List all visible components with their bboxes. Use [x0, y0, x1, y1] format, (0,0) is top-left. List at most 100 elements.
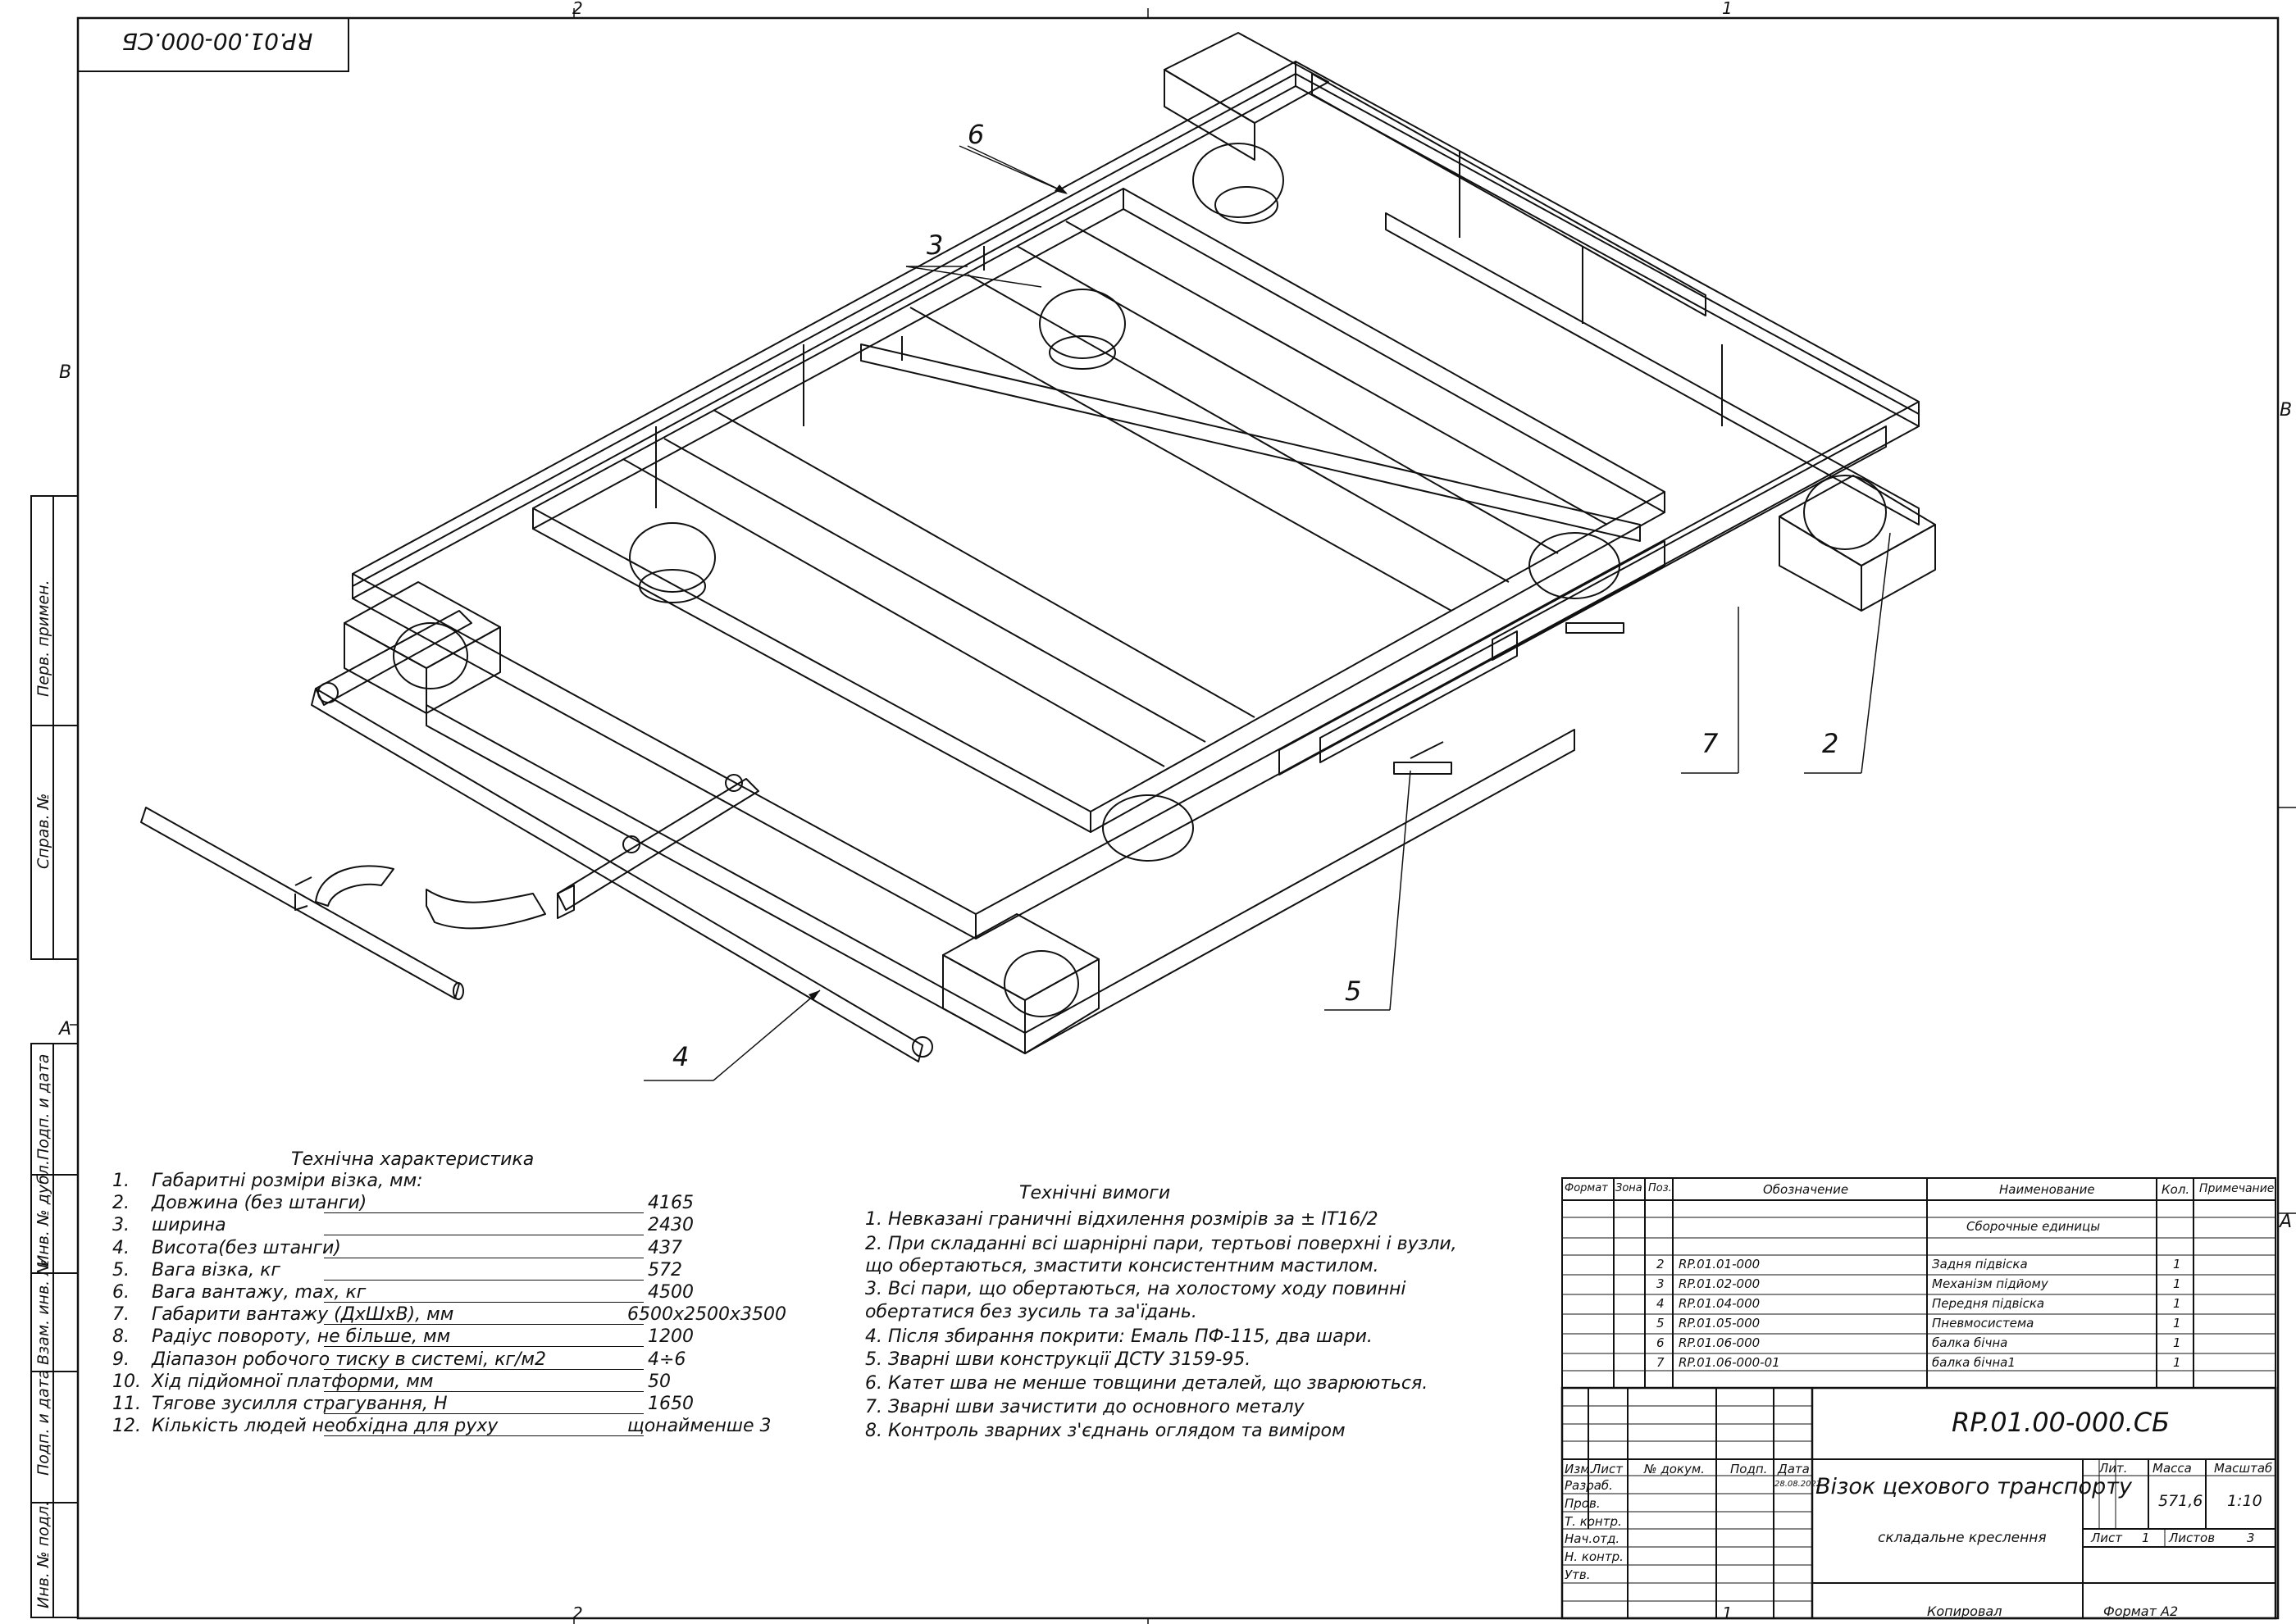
tech-spec-label: Радіус повороту, не більше, мм [152, 1326, 451, 1348]
tech-spec-num: 6. [112, 1282, 130, 1303]
tb-role-nkontr: Н. контр. [1565, 1549, 1624, 1564]
bom-head-format: Формат [1565, 1182, 1608, 1194]
tb-col-izm: Изм. [1565, 1462, 1594, 1476]
tech-spec-underline [324, 1324, 644, 1326]
tb-role-nachotd: Нач.отд. [1565, 1531, 1620, 1546]
tech-spec-label: Вага вантажу, max, кг [152, 1282, 367, 1303]
tb-sheet-label: Лист [2091, 1531, 2123, 1545]
tb-date: 28.08.2022 [1774, 1480, 1822, 1489]
callout-4: 4 [672, 1041, 690, 1072]
tech-spec-value: 2430 [648, 1215, 694, 1236]
tech-spec-num: 1. [112, 1171, 130, 1191]
zone-right-b: B [2280, 400, 2293, 421]
bom-cell-pos: 4 [1656, 1296, 1665, 1311]
tech-spec-label: Габарити вантажу (ДхШхВ), мм [152, 1304, 454, 1326]
tech-spec-num: 8. [112, 1326, 130, 1348]
tech-spec-label: ширина [152, 1215, 226, 1236]
title-name: Візок цехового транспорту [1815, 1474, 2132, 1499]
tech-spec-num: 10. [112, 1371, 141, 1392]
stamp-vzam-inv: Взам. инв. № [34, 1258, 52, 1365]
tech-spec-underline [324, 1279, 644, 1281]
bom-cell-pos: 7 [1656, 1355, 1665, 1370]
tech-spec-label: Довжина (без штанги) [152, 1193, 367, 1214]
tb-copied: Копировал [1927, 1604, 2002, 1619]
bom-head-note: Примечание [2199, 1182, 2275, 1195]
tb-scale: 1:10 [2227, 1492, 2262, 1510]
bom-head-name: Наименование [1999, 1182, 2095, 1197]
bom-cell-name: Механізм підйому [1932, 1276, 2048, 1291]
tb-mass: 571,6 [2158, 1492, 2203, 1510]
tb-role-razrab: Разраб. [1565, 1478, 1613, 1493]
tech-spec-underline [324, 1435, 644, 1437]
bom-cell-name: Задня підвіска [1932, 1257, 2028, 1271]
callout-leaders [644, 145, 1891, 1081]
tech-spec-label: Кількість людей необхідна для руху [152, 1416, 499, 1437]
tech-req-line: 5. Зварні шви конструкції ДСТУ 3159-95. [865, 1349, 1251, 1370]
tech-spec-value: 4÷6 [648, 1349, 686, 1370]
stamp-inv-podl: Инв. № подл. [34, 1500, 52, 1608]
tb-lit: Лит. [2099, 1461, 2128, 1476]
tech-spec-underline [324, 1390, 644, 1392]
tech-spec-value: 50 [648, 1371, 671, 1392]
tech-req-line: 2. При складанні всі шарнірні пари, терт… [865, 1234, 1457, 1254]
tech-spec-title: Технічна характеристика [291, 1149, 535, 1170]
tech-spec-value: 1200 [648, 1326, 694, 1348]
callout-3: 3 [927, 230, 944, 261]
tech-spec-underline [324, 1346, 644, 1348]
tb-col-doc: № докум. [1644, 1462, 1705, 1476]
bom-cell-qty: 1 [2173, 1316, 2181, 1331]
tech-spec-value: 4165 [648, 1193, 694, 1214]
tech-spec-value: щонайменше 3 [627, 1416, 772, 1437]
zone-right-a: A [2280, 1212, 2293, 1232]
callout-6: 6 [968, 119, 985, 150]
tech-spec-num: 3. [112, 1215, 130, 1236]
bom-cell-code: RP.01.02-000 [1679, 1276, 1761, 1291]
title-block-lines [1560, 1386, 2277, 1620]
tech-req-line: 6. Катет шва не менше товщини деталей, щ… [865, 1373, 1428, 1394]
tb-col-list: Лист [1592, 1462, 1624, 1476]
tech-spec-num: 9. [112, 1349, 130, 1370]
tb-role-tkontr: Т. контр. [1565, 1514, 1622, 1529]
tech-req-line: 8. Контроль зварних з'єднань оглядом та … [865, 1421, 1346, 1441]
bom-head-qty: Кол. [2162, 1182, 2190, 1197]
callout-7: 7 [1702, 728, 1719, 759]
tech-spec-value: 4500 [648, 1282, 694, 1303]
tech-spec-label: Висота(без штанги) [152, 1237, 341, 1258]
bom-cell-pos: 2 [1656, 1257, 1665, 1271]
bom-cell-code: RP.01.06-000-01 [1679, 1355, 1780, 1370]
bom-cell-code: RP.01.05-000 [1679, 1316, 1761, 1331]
tech-spec-num: 12. [112, 1416, 141, 1437]
bom-table-lines [1561, 1177, 2276, 1389]
bom-cell-qty: 1 [2173, 1296, 2181, 1311]
title-subtitle: складальне креслення [1878, 1530, 2047, 1546]
tech-req-line: 3. Всі пари, що обертаються, на холостом… [865, 1279, 1406, 1299]
tech-spec-num: 5. [112, 1259, 130, 1281]
bom-cell-pos: 3 [1656, 1276, 1665, 1291]
mirrored-code-box [77, 17, 349, 72]
bom-cell-name: Пневмосистема [1932, 1316, 2034, 1331]
stamp-perv-primen: Перв. примен. [34, 580, 52, 697]
bom-cell-code: RP.01.04-000 [1679, 1296, 1761, 1311]
tb-sheets: 3 [2247, 1531, 2255, 1545]
zone-top-left: 2 [572, 0, 583, 18]
bom-cell-qty: 1 [2173, 1276, 2181, 1291]
bom-cell-code: RP.01.01-000 [1679, 1257, 1761, 1271]
tech-req-line: обертатися без зусиль та за'їдань. [865, 1302, 1197, 1322]
side-stamp [30, 495, 79, 1618]
callout-arrowheads [809, 184, 1068, 1000]
bom-head-zone: Зона [1615, 1182, 1642, 1194]
tech-spec-num: 4. [112, 1237, 130, 1258]
title-code: RP.01.00-000.СБ [1952, 1407, 2170, 1438]
tech-spec-underline [324, 1368, 644, 1370]
callout-2: 2 [1822, 728, 1839, 759]
tb-sheets-label: Листов [2169, 1531, 2216, 1545]
bom-cell-name: балка бічна1 [1932, 1355, 2016, 1370]
tb-mass-label: Масса [2152, 1461, 2192, 1476]
tech-spec-num: 11. [112, 1394, 141, 1414]
stamp-podp-data-1: Подп. и дата [34, 1053, 52, 1160]
bom-cell-name: балка бічна [1932, 1335, 2008, 1350]
bom-head-pos: Поз. [1648, 1182, 1672, 1194]
bom-cell-pos: 5 [1656, 1316, 1665, 1331]
bom-cell-qty: 1 [2173, 1355, 2181, 1370]
